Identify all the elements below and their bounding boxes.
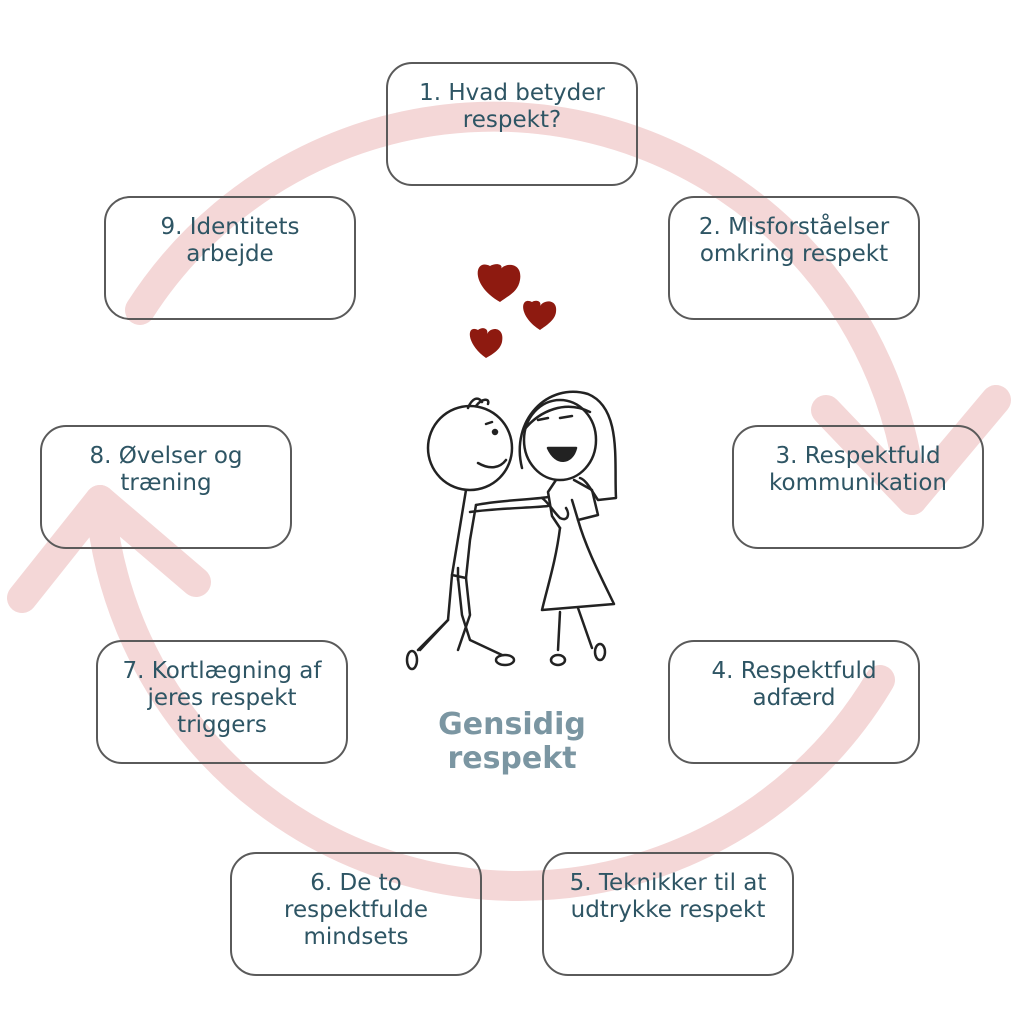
step-label: 1. Hvad betyder respekt? — [419, 80, 605, 133]
step-label: 4. Respektfuld adfærd — [711, 658, 877, 711]
step-box-1: 1. Hvad betyder respekt? — [386, 62, 638, 186]
step-label: 2. Misforståelser omkring respekt — [698, 214, 890, 267]
cycle-arrow-icon — [85, 485, 895, 901]
step-box-8: 8. Øvelser og træning — [40, 425, 292, 549]
cycle-arrow-icon — [125, 101, 927, 515]
kneeling-couple-illustration — [405, 390, 618, 671]
heart-icon — [523, 300, 557, 330]
heart-icon — [469, 328, 503, 358]
step-label: 9. Identitets arbejde — [160, 214, 300, 267]
cycle-arrow-icon — [7, 485, 211, 613]
step-box-5: 5. Teknikker til at udtrykke respekt — [542, 852, 794, 976]
step-box-4: 4. Respektfuld adfærd — [668, 640, 920, 764]
step-box-6: 6. De to respektfulde mindsets — [230, 852, 482, 976]
step-box-9: 9. Identitets arbejde — [104, 196, 356, 320]
step-label: 5. Teknikker til at udtrykke respekt — [569, 870, 767, 923]
step-label: 6. De to respektfulde mindsets — [284, 870, 428, 950]
step-box-2: 2. Misforståelser omkring respekt — [668, 196, 920, 320]
center-title: Gensidig respekt — [438, 707, 586, 776]
step-label: 7. Kortlægning af jeres respekt triggers — [122, 658, 322, 738]
heart-icon — [477, 264, 521, 302]
step-label: 8. Øvelser og træning — [89, 443, 243, 496]
step-box-3: 3. Respektfuld kommunikation — [732, 425, 984, 549]
step-label: 3. Respektfuld kommunikation — [769, 443, 947, 496]
step-box-7: 7. Kortlægning af jeres respekt triggers — [96, 640, 348, 764]
